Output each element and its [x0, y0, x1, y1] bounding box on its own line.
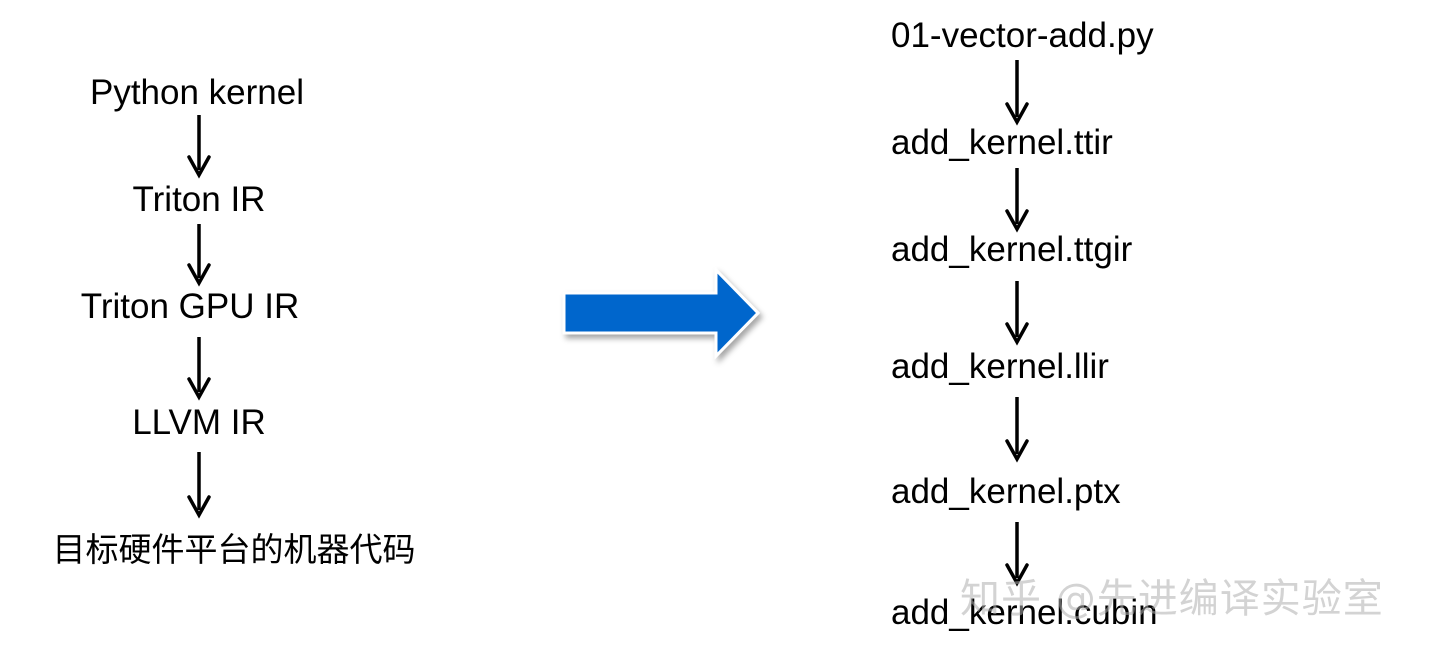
node-python-kernel: Python kernel	[89, 73, 305, 112]
node-cubin: add_kernel.cubin	[891, 593, 1158, 632]
right-arrow-3	[1005, 281, 1029, 346]
transform-arrow	[562, 266, 761, 360]
left-arrow-4	[187, 452, 211, 519]
left-arrow-3	[187, 337, 211, 401]
node-target-machine-code: 目标硬件平台的机器代码	[52, 530, 416, 569]
node-triton-ir: Triton IR	[132, 180, 266, 219]
right-arrow-2	[1005, 168, 1029, 233]
node-llir: add_kernel.llir	[891, 347, 1109, 386]
right-arrow-4	[1005, 397, 1029, 463]
node-ttir: add_kernel.ttir	[891, 123, 1113, 162]
node-triton-gpu-ir: Triton GPU IR	[80, 287, 300, 326]
right-arrow-1	[1005, 60, 1029, 126]
left-arrow-2	[187, 224, 211, 287]
watermark: 知乎 @先进编译实验室	[960, 576, 1384, 622]
left-arrow-1	[187, 115, 211, 179]
node-llvm-ir: LLVM IR	[132, 403, 266, 442]
node-ttgir: add_kernel.ttgir	[891, 230, 1133, 269]
node-ptx: add_kernel.ptx	[891, 472, 1121, 511]
node-vector-add-py: 01-vector-add.py	[891, 16, 1154, 55]
right-arrow-5	[1005, 522, 1029, 587]
